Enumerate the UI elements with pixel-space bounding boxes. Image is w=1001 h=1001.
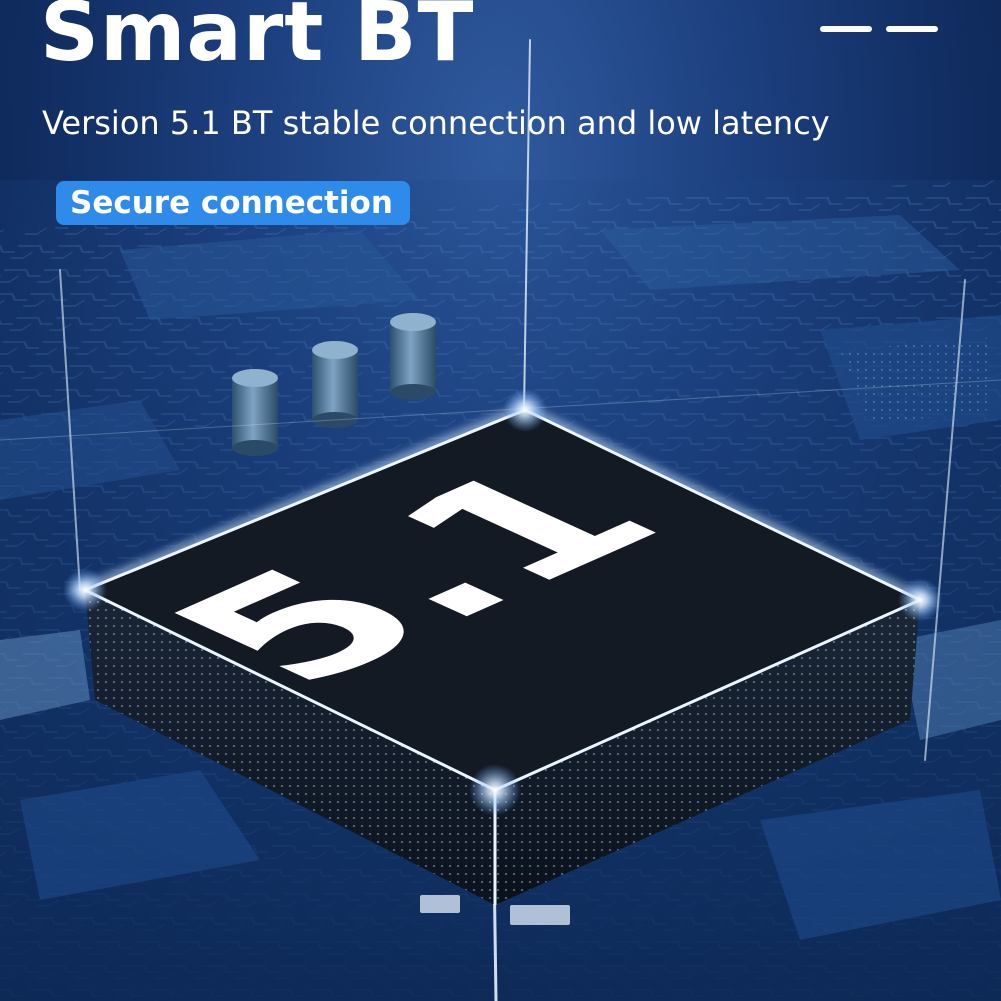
capacitors — [232, 313, 436, 456]
connector-pins — [420, 895, 570, 925]
double-dash-icon — [820, 22, 940, 36]
page-title: Smart BT — [40, 0, 475, 80]
secure-connection-badge: Secure connection — [56, 181, 410, 225]
page-subtitle: Version 5.1 BT stable connection and low… — [42, 104, 830, 142]
bluetooth-chip: 5.1 — [63, 388, 942, 905]
background-components — [0, 215, 1001, 940]
